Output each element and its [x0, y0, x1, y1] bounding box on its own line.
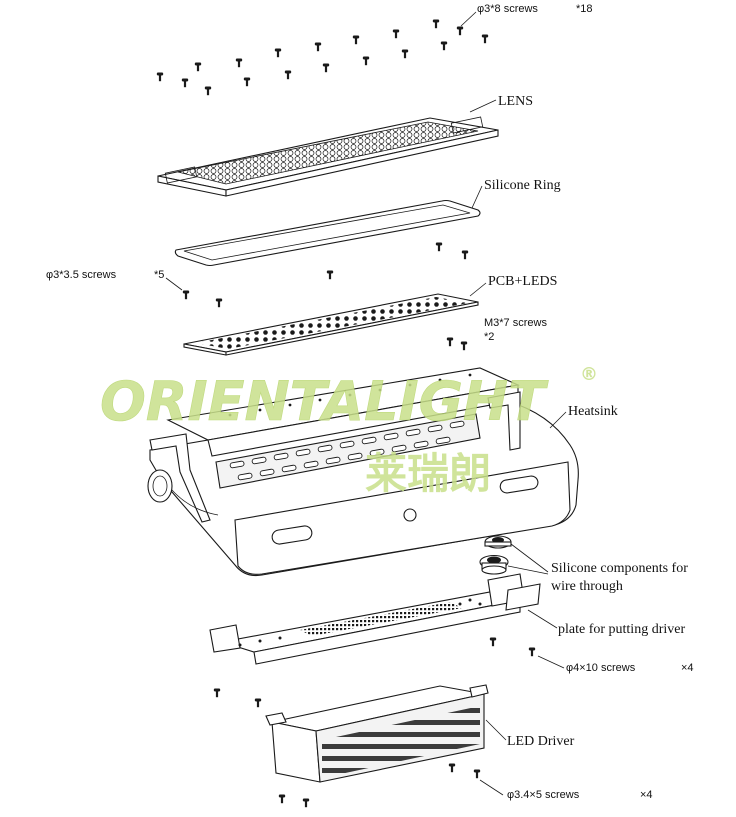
label-silicone-components-2: wire through: [551, 579, 623, 594]
screw-icon: [181, 78, 189, 88]
screw-icon: [448, 763, 456, 773]
screw-icon: [401, 49, 409, 59]
watermark-cn: 莱瑞朗: [365, 449, 491, 498]
label-pcb-leds: PCB+LEDS: [488, 274, 557, 289]
screw-icon: [528, 647, 536, 657]
leader-line: [479, 779, 504, 796]
label-silicone-ring: Silicone Ring: [484, 178, 561, 193]
leader-line: [485, 719, 507, 741]
leader-line: [471, 185, 483, 209]
label-led-driver: LED Driver: [507, 734, 575, 749]
label-plate: plate for putting driver: [558, 622, 685, 637]
leader-line: [469, 282, 487, 297]
label-silicone-components-1: Silicone components for: [551, 561, 688, 576]
label-screws-driver: φ3.4×5 screws: [507, 789, 580, 801]
silicone-ring-part: [174, 199, 481, 267]
screw-icon: [156, 72, 164, 82]
led-driver-part: [265, 684, 489, 783]
screw-icon: [254, 698, 262, 708]
screw-icon: [284, 70, 292, 80]
screw-icon: [182, 290, 190, 300]
screw-icon: [243, 77, 251, 87]
m3-screws-group: [446, 337, 468, 351]
leader-line: [549, 411, 567, 429]
top-screws-group: [156, 19, 489, 96]
screw-icon: [456, 26, 464, 36]
screw-icon: [278, 794, 286, 804]
screw-icon: [362, 56, 370, 66]
screw-icon: [235, 58, 243, 68]
screw-icon: [204, 86, 212, 96]
screw-icon: [322, 63, 330, 73]
label-screws-pcb-count: *5: [154, 269, 164, 281]
screw-icon: [489, 637, 497, 647]
label-heatsink: Heatsink: [568, 404, 618, 419]
screw-icon: [440, 41, 448, 51]
leader-line: [537, 655, 565, 669]
screw-icon: [194, 62, 202, 72]
leader-line: [460, 11, 477, 27]
screw-icon: [481, 34, 489, 44]
label-screws-top-count: *18: [576, 3, 593, 15]
leader-line: [165, 277, 183, 291]
screw-icon: [432, 19, 440, 29]
leader-line: [527, 609, 558, 629]
pcb-leds-part: [183, 293, 479, 356]
screw-icon: [326, 270, 334, 280]
screw-icon: [461, 250, 469, 260]
screw-icon: [302, 798, 310, 808]
screw-icon: [274, 48, 282, 58]
screw-icon: [435, 242, 443, 252]
screw-icon: [314, 42, 322, 52]
screw-icon: [460, 341, 468, 351]
label-lens: LENS: [498, 94, 533, 109]
silicone-components-part: [479, 535, 512, 575]
screw-icon: [473, 769, 481, 779]
label-screws-plate: φ4×10 screws: [566, 662, 636, 674]
lens-part: [157, 116, 499, 197]
screw-icon: [213, 688, 221, 698]
screw-icon: [352, 35, 360, 45]
label-screws-plate-count: ×4: [681, 662, 694, 674]
screw-icon: [446, 337, 454, 347]
leader-line: [507, 543, 549, 575]
label-screws-pcb: φ3*3.5 screws: [46, 269, 117, 281]
watermark-registered: ®: [580, 364, 598, 385]
label-screws-m3: M3*7 screws: [484, 317, 547, 329]
screw-icon: [215, 298, 223, 308]
watermark: ORIENTALIGHT ® 莱瑞朗: [100, 364, 598, 498]
driver-plate-part: [209, 573, 541, 665]
label-screws-m3-count: *2: [484, 331, 494, 343]
label-screws-driver-count: ×4: [640, 789, 653, 801]
watermark-brand: ORIENTALIGHT: [100, 370, 549, 433]
leader-line: [469, 99, 497, 113]
heatsink-part: [147, 367, 579, 577]
label-screws-top: φ3*8 screws: [477, 3, 538, 15]
screw-icon: [392, 29, 400, 39]
